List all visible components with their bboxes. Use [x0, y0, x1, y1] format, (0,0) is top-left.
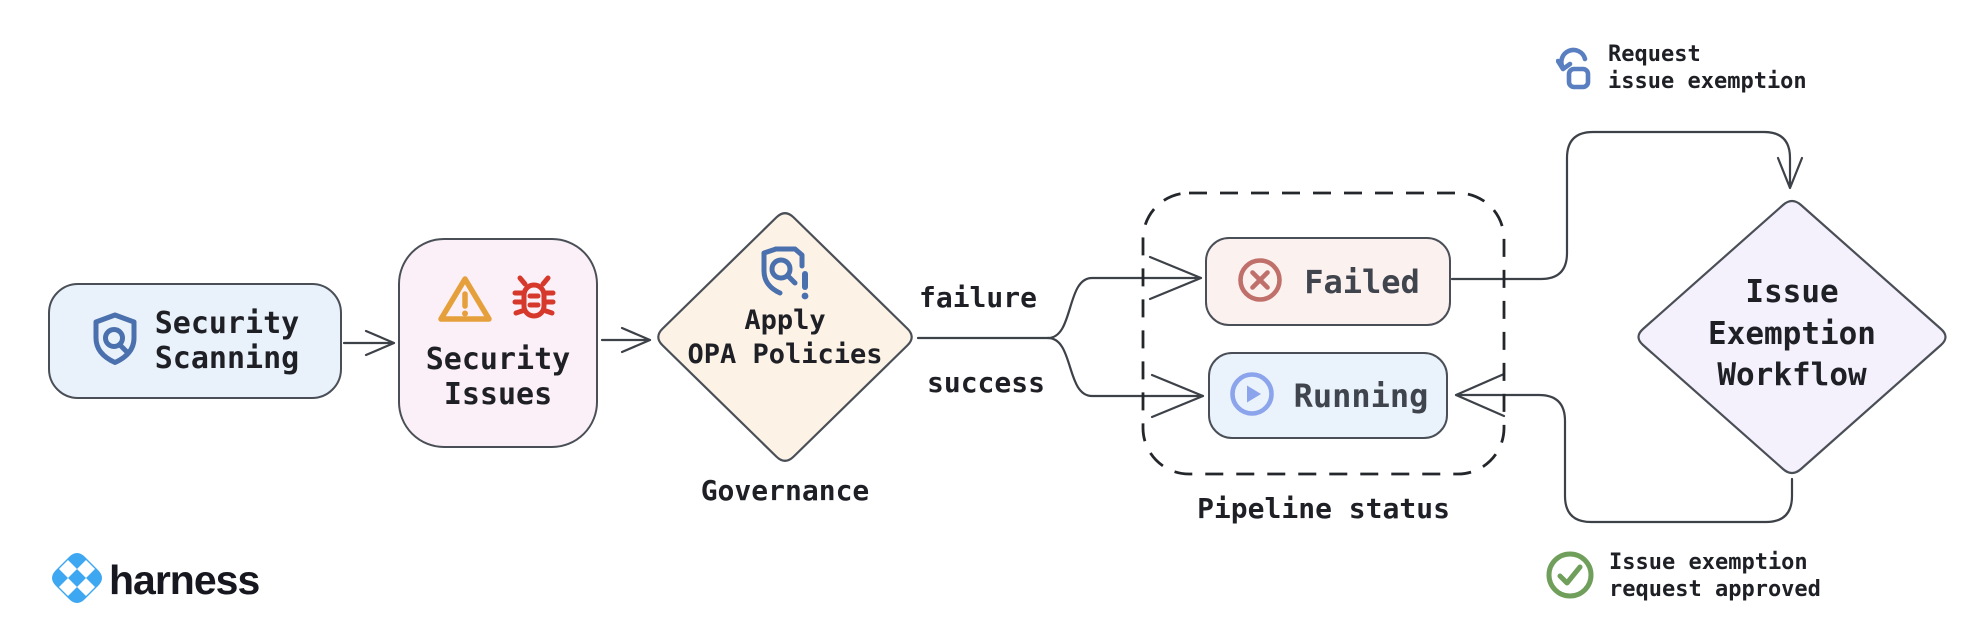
approved-annotation: Issue exemption request approved [1545, 550, 1821, 604]
approved-text: Issue exemption request approved [1609, 550, 1821, 602]
harness-diamond-icon [50, 551, 104, 609]
failure-edge-label: failure [918, 281, 1037, 314]
node-security-issues: Security Issues [398, 238, 598, 448]
running-label: Running [1293, 376, 1429, 415]
governance-caption: Governance [700, 474, 870, 507]
pipeline-status-caption: Pipeline status [1197, 492, 1450, 525]
harness-logo: harness [50, 551, 260, 609]
edge-failed-exemption [1450, 130, 1804, 281]
pipeline-status-group-border [1141, 191, 1506, 476]
security-issues-label: Security Issues [425, 341, 571, 412]
governance-diamond-shape [657, 212, 913, 462]
node-failed: Failed [1205, 237, 1451, 326]
circle-play-icon [1228, 370, 1276, 422]
node-running: Running [1208, 352, 1448, 439]
edge-exemption-running [1454, 372, 1794, 524]
circle-check-icon [1545, 550, 1595, 604]
shield-search-icon [91, 312, 139, 370]
edge-success [1046, 336, 1205, 419]
bug-icon [509, 274, 559, 328]
success-edge-label: success [926, 366, 1045, 399]
tap-rotate-icon [1555, 42, 1594, 98]
request-exemption-annotation: Request issue exemption [1555, 42, 1807, 98]
request-exemption-text: Request issue exemption [1608, 42, 1807, 94]
node-security-scanning: Security Scanning [48, 283, 342, 399]
exemption-workflow-label: Issue Exemption Workflow [1708, 274, 1876, 394]
edge-scan-issues [342, 329, 396, 357]
security-issues-icons [437, 274, 559, 328]
shield-policy-alert-icon [754, 244, 816, 306]
harness-wordmark: harness [109, 556, 260, 603]
connectors [342, 130, 1804, 524]
edge-issues-governance [600, 326, 652, 354]
warning-triangle-icon [437, 274, 493, 328]
governance-node-label: Apply OPA Policies [687, 305, 883, 370]
exemption-diamond-shape [1637, 199, 1947, 475]
circle-x-icon [1236, 256, 1284, 308]
security-scanning-label: Security Scanning [154, 305, 300, 376]
edge-failure [1046, 255, 1203, 340]
failed-label: Failed [1304, 262, 1420, 301]
